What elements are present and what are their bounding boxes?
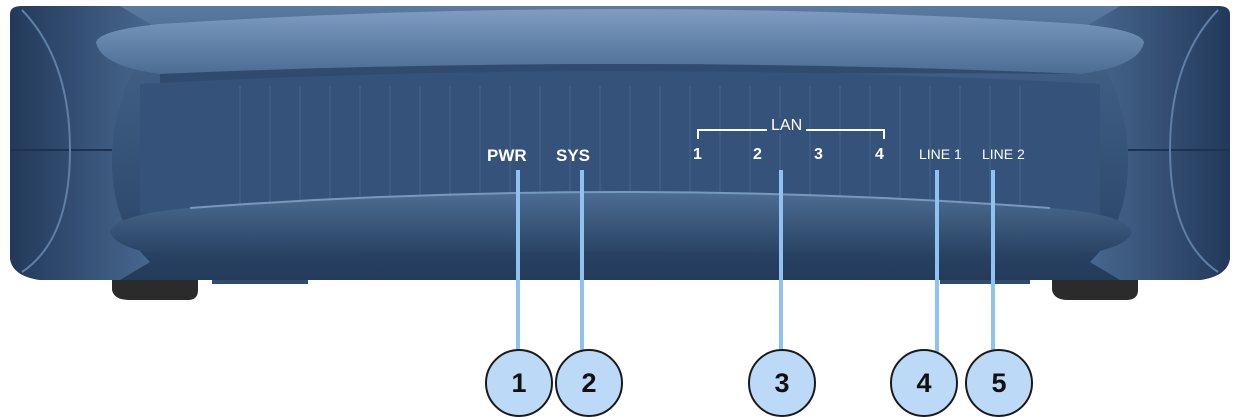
callout-badge-3: 3	[748, 349, 816, 417]
callout-line-5	[991, 170, 995, 375]
line1-label: LINE 1	[919, 146, 962, 162]
lan-port-1-label: 1	[693, 146, 702, 163]
lan-title: LAN	[767, 118, 807, 134]
right-side-cap	[1080, 6, 1230, 280]
callout-badge-4: 4	[890, 349, 958, 417]
led-face-panel	[140, 71, 1100, 214]
lan-bracket-tick-left	[697, 129, 699, 139]
callout-badge-5: 5	[965, 349, 1033, 417]
line2-label: LINE 2	[982, 146, 1025, 162]
left-side-cap	[10, 6, 160, 280]
lan-port-2-label: 2	[753, 146, 762, 163]
callout-badge-1: 1	[485, 349, 553, 417]
pwr-label: PWR	[487, 146, 527, 165]
lan-port-3-label: 3	[814, 146, 823, 163]
top-lid	[96, 9, 1144, 74]
lan-port-4-label: 4	[875, 146, 884, 163]
callout-line-1	[516, 170, 520, 375]
callout-badge-2: 2	[555, 349, 623, 417]
callout-line-4	[935, 170, 939, 375]
callout-line-3	[779, 170, 783, 375]
bottom-lip	[110, 192, 1132, 258]
lan-bracket-tick-right	[883, 129, 885, 139]
sys-label: SYS	[556, 146, 591, 165]
callout-line-2	[580, 170, 584, 375]
